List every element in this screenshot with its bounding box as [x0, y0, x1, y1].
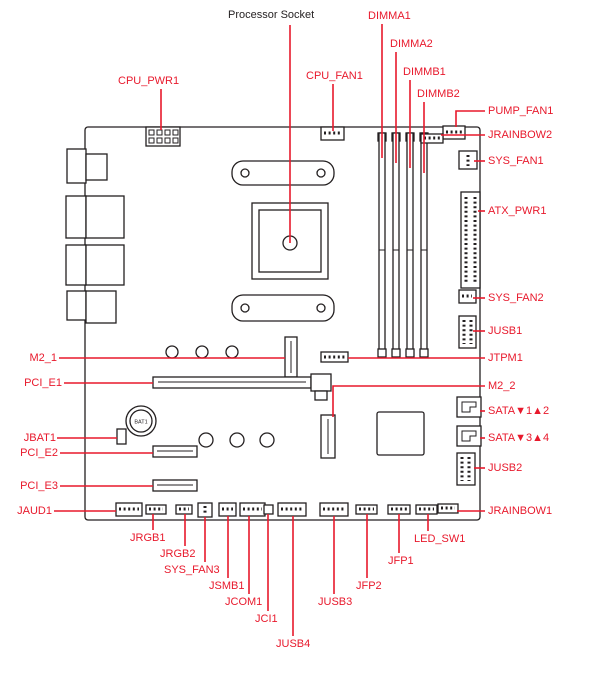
dimm-slots — [377, 132, 429, 358]
label-dimmb2: DIMMB2 — [417, 88, 460, 100]
label-sys-fan2: SYS_FAN2 — [488, 292, 544, 304]
label-jfp1: JFP1 — [388, 555, 414, 567]
rear-io-ports — [65, 148, 125, 324]
label-jsmb1: JSMB1 — [209, 580, 245, 592]
right-edge-connectors — [456, 315, 482, 486]
label-cpu-pwr1: CPU_PWR1 — [118, 75, 180, 87]
label-cpu-fan1: CPU_FAN1 — [306, 70, 363, 82]
label-m2-2: M2_2 — [488, 380, 516, 392]
label-jfp2: JFP2 — [356, 580, 382, 592]
label-jrgb1: JRGB1 — [130, 532, 166, 544]
battery: BAT1 — [116, 405, 157, 445]
leader-lines — [54, 24, 485, 636]
label-sata-1-2: SATA▼1▲2 — [488, 405, 550, 417]
label-sata-3-4: SATA▼3▲4 — [488, 432, 550, 444]
label-jusb1: JUSB1 — [488, 325, 523, 337]
label-led-sw1: LED_SW1 — [414, 533, 466, 545]
label-jusb3: JUSB3 — [318, 596, 353, 608]
chipset — [376, 411, 425, 456]
label-jtpm1: JTPM1 — [488, 352, 523, 364]
label-pci-e2: PCI_E2 — [20, 447, 58, 459]
label-jusb4: JUSB4 — [276, 638, 311, 650]
label-jci1: JCI1 — [255, 613, 278, 625]
label-jaud1: JAUD1 — [17, 505, 52, 517]
label-jrgb2: JRGB2 — [160, 548, 196, 560]
label-pump-fan1: PUMP_FAN1 — [488, 105, 554, 117]
bottom-headers — [115, 502, 459, 518]
label-dimmb1: DIMMB1 — [403, 66, 446, 78]
battery-label: BAT1 — [134, 420, 147, 426]
label-pci-e3: PCI_E3 — [20, 480, 58, 492]
label-pci-e1: PCI_E1 — [24, 377, 62, 389]
label-dimma1: DIMMA1 — [368, 10, 411, 22]
label-sys-fan1: SYS_FAN1 — [488, 155, 544, 167]
label-jusb2: JUSB2 — [488, 462, 523, 474]
mounting-holes — [165, 345, 275, 448]
label-processor-socket: Processor Socket — [228, 9, 315, 21]
label-dimma2: DIMMA2 — [390, 38, 433, 50]
label-jcom1: JCOM1 — [225, 596, 263, 608]
label-jrainbow2: JRAINBOW2 — [488, 129, 553, 141]
label-jrainbow1: JRAINBOW1 — [488, 505, 553, 517]
label-sys-fan3: SYS_FAN3 — [164, 564, 220, 576]
label-jbat1: JBAT1 — [23, 432, 56, 444]
m2-and-pcie-slots — [152, 336, 349, 492]
power-and-fan-headers — [145, 125, 481, 304]
label-m2-1: M2_1 — [29, 352, 57, 364]
label-atx-pwr1: ATX_PWR1 — [488, 205, 547, 217]
